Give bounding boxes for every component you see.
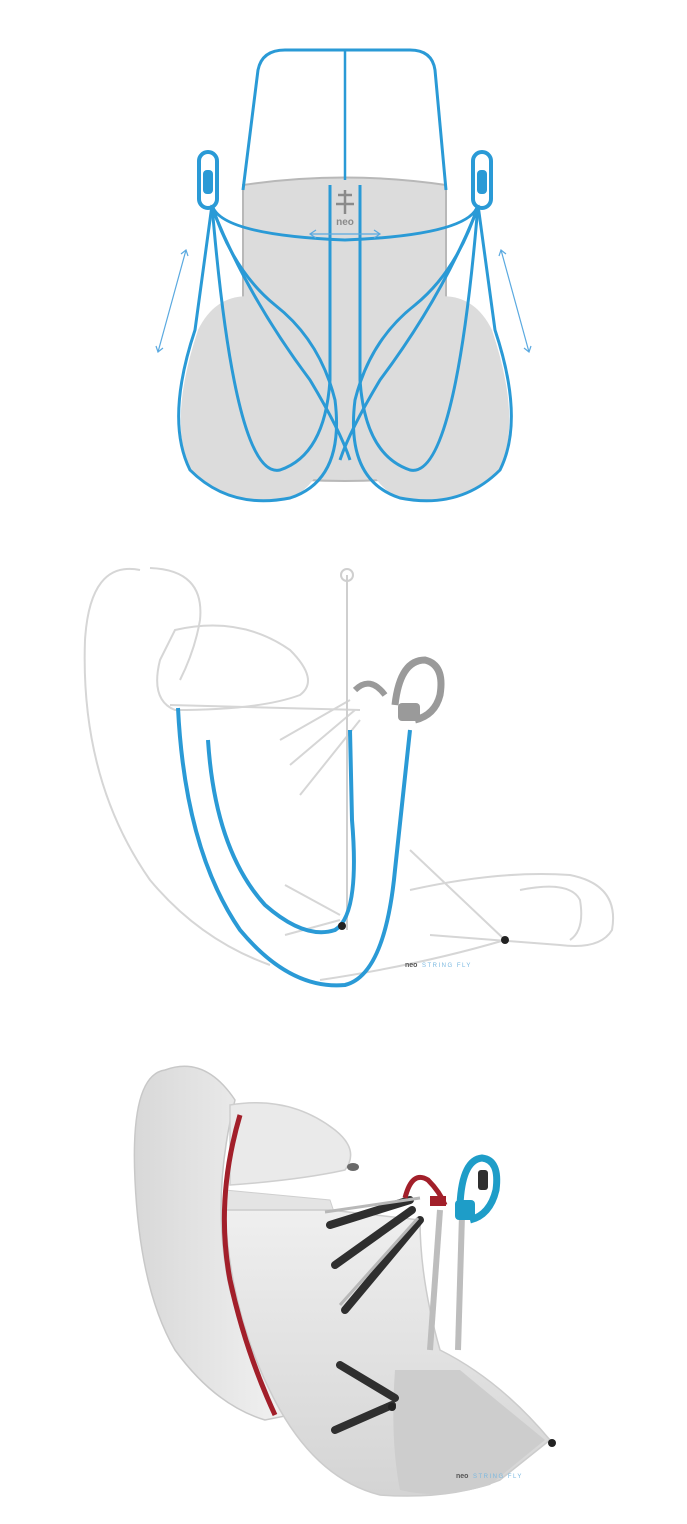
metal-buckle-strip [324, 1196, 421, 1307]
headrest-frame [229, 1102, 352, 1186]
footrest-inner [519, 885, 583, 941]
left-cross-strap [213, 214, 352, 461]
render-logo-text: neo [456, 1473, 468, 1480]
main-strap-path-inner [206, 729, 356, 935]
carabiner-icon [455, 1154, 501, 1224]
leg-loop-fill [393, 1370, 545, 1494]
chest-width-double-arrow-icon [308, 229, 382, 239]
footrest-outline [409, 873, 615, 947]
side-logo-text: neo [405, 962, 417, 969]
main-strap-path-outer [176, 707, 412, 988]
backplate-outline [241, 48, 448, 191]
right-inner-strap [358, 185, 480, 472]
panel-side-wireframe: neo STRING FLY [0, 520, 687, 1020]
left-length-double-arrow-icon [155, 248, 189, 354]
seat-front [409, 849, 506, 941]
seat-logo-text: neo [336, 217, 354, 228]
back-protector-outline [83, 567, 271, 966]
right-cross-strap [338, 214, 477, 461]
red-buckle [430, 1196, 446, 1206]
panel-front-schematic: neo [0, 0, 687, 520]
right-leg-loop [351, 204, 513, 503]
lower-strap [284, 884, 341, 936]
anchor-point-right [548, 1439, 556, 1447]
right-length-double-arrow-icon [498, 248, 532, 354]
anchor-point-left [338, 922, 346, 930]
left-leg-loop-fill [180, 296, 331, 501]
panel-rendered-harness: neo STRING FLY [0, 1020, 687, 1524]
side-product-text: STRING FLY [422, 963, 472, 969]
left-carabiner-icon [197, 150, 219, 210]
render-product-text: STRING FLY [473, 1474, 523, 1480]
seat-underside [319, 939, 506, 981]
carabiner-icon [352, 656, 445, 724]
anchor-point-right [501, 936, 509, 944]
left-leg-loop [177, 204, 339, 503]
riser-straps [427, 1209, 465, 1351]
right-leg-loop-fill [359, 296, 510, 501]
back-protector-inner [149, 567, 202, 681]
dark-side-straps [326, 1196, 424, 1434]
headrest-outline [156, 624, 309, 712]
neo-logo-icon [336, 190, 354, 214]
side-wireframe-diagram: neo STRING FLY [83, 567, 615, 988]
seat-edge [169, 704, 361, 711]
left-inner-strap [210, 185, 332, 472]
red-accent-strap [221, 1114, 278, 1417]
anchor-point-left [388, 1403, 396, 1411]
speedbar-pulley [340, 568, 354, 582]
rendered-harness-diagram: neo STRING FLY [133, 1065, 556, 1497]
right-carabiner-icon [471, 150, 493, 210]
back-pocket-clip [347, 1163, 359, 1171]
front-schematic-diagram: neo [155, 48, 532, 503]
chest-strap [210, 204, 480, 242]
